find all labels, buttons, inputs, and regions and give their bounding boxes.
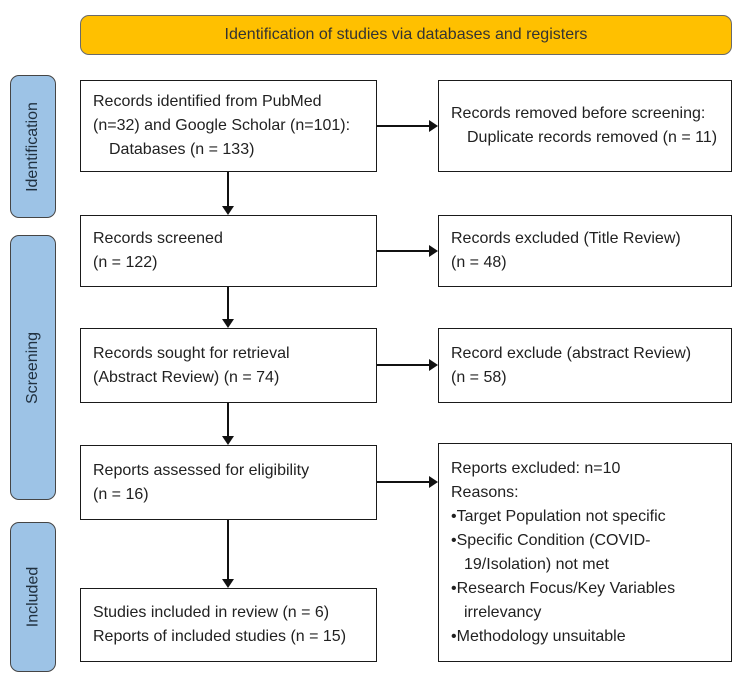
box-text-line: (n = 16) xyxy=(93,485,149,503)
box-reports-assessed: Reports assessed for eligibility (n = 16… xyxy=(80,445,377,520)
box-text-line: (n = 122) xyxy=(93,254,158,271)
box-records-removed: Records removed before screening: Duplic… xyxy=(438,80,732,172)
exclusion-reason-item: Specific Condition (COVID-19/Isolation) … xyxy=(451,529,719,577)
arrow-down-4-line xyxy=(227,520,229,580)
box-text-line: Records identified from PubMed xyxy=(93,93,322,110)
box-text-line: Reasons: xyxy=(451,483,519,501)
stage-label-included: Included xyxy=(10,522,56,672)
box-records-excluded-title: Records excluded (Title Review) (n = 48) xyxy=(438,215,732,287)
box-text-line: Record exclude (abstract Review) xyxy=(451,344,692,362)
exclusion-reason-item: Methodology unsuitable xyxy=(451,625,719,649)
box-text-line: Studies included in review (n = 6) xyxy=(93,604,330,621)
stage-label-text: Screening xyxy=(24,331,42,404)
arrow-down-3-head xyxy=(222,436,234,445)
stage-label-text: Identification xyxy=(24,101,41,192)
arrow-down-1-head xyxy=(222,206,234,215)
stage-label-screening: Screening xyxy=(10,235,56,500)
arrow-right-1-line xyxy=(377,125,430,127)
arrow-down-4-head xyxy=(222,579,234,588)
box-text-line: Records excluded (Title Review) xyxy=(451,230,681,247)
arrow-right-3-line xyxy=(377,364,430,366)
box-records-excluded-abstract: Record exclude (abstract Review) (n = 58… xyxy=(438,328,732,403)
arrow-right-2-line xyxy=(377,250,430,252)
box-text-line: Databases (n = 133) xyxy=(109,141,255,158)
box-reports-excluded: Reports excluded: n=10 Reasons: Target P… xyxy=(438,443,732,662)
arrow-right-2-head xyxy=(429,245,438,257)
exclusion-reasons-list: Target Population not specific Specific … xyxy=(451,505,719,649)
box-text-line: Records sought for retrieval xyxy=(93,344,290,362)
box-text-line: Records screened xyxy=(93,230,223,247)
stage-label-identification: Identification xyxy=(10,75,56,218)
box-records-retrieval: Records sought for retrieval (Abstract R… xyxy=(80,328,377,403)
arrow-right-3-head xyxy=(429,359,438,371)
box-text-line: (n = 48) xyxy=(451,254,507,271)
exclusion-reason-item: Target Population not specific xyxy=(451,505,719,529)
arrow-down-2-head xyxy=(222,319,234,328)
banner-title: Identification of studies via databases … xyxy=(80,15,732,55)
box-text-line: Reports excluded: n=10 xyxy=(451,459,621,477)
arrow-down-1-line xyxy=(227,172,229,207)
arrow-down-2-line xyxy=(227,287,229,320)
box-records-screened: Records screened (n = 122) xyxy=(80,215,377,287)
stage-label-text: Included xyxy=(24,566,41,628)
box-text-line: (Abstract Review) (n = 74) xyxy=(93,368,280,386)
exclusion-reason-item: Research Focus/Key Variables irrelevancy xyxy=(451,577,719,625)
arrow-right-4-line xyxy=(377,481,430,483)
box-text-line: Reports of included studies (n = 15) xyxy=(93,628,347,645)
arrow-down-3-line xyxy=(227,403,229,437)
arrow-right-1-head xyxy=(429,120,438,132)
box-studies-included: Studies included in review (n = 6) Repor… xyxy=(80,588,377,662)
arrow-right-4-head xyxy=(429,476,438,488)
box-text-line: Duplicate records removed (n = 11) xyxy=(467,129,718,146)
box-text-line: Records removed before screening: xyxy=(451,105,706,122)
box-text-line: (n=32) and Google Scholar (n=101): xyxy=(93,117,351,134)
box-records-identified: Records identified from PubMed (n=32) an… xyxy=(80,80,377,172)
box-text-line: Reports assessed for eligibility xyxy=(93,461,310,479)
box-text-line: (n = 58) xyxy=(451,368,507,386)
